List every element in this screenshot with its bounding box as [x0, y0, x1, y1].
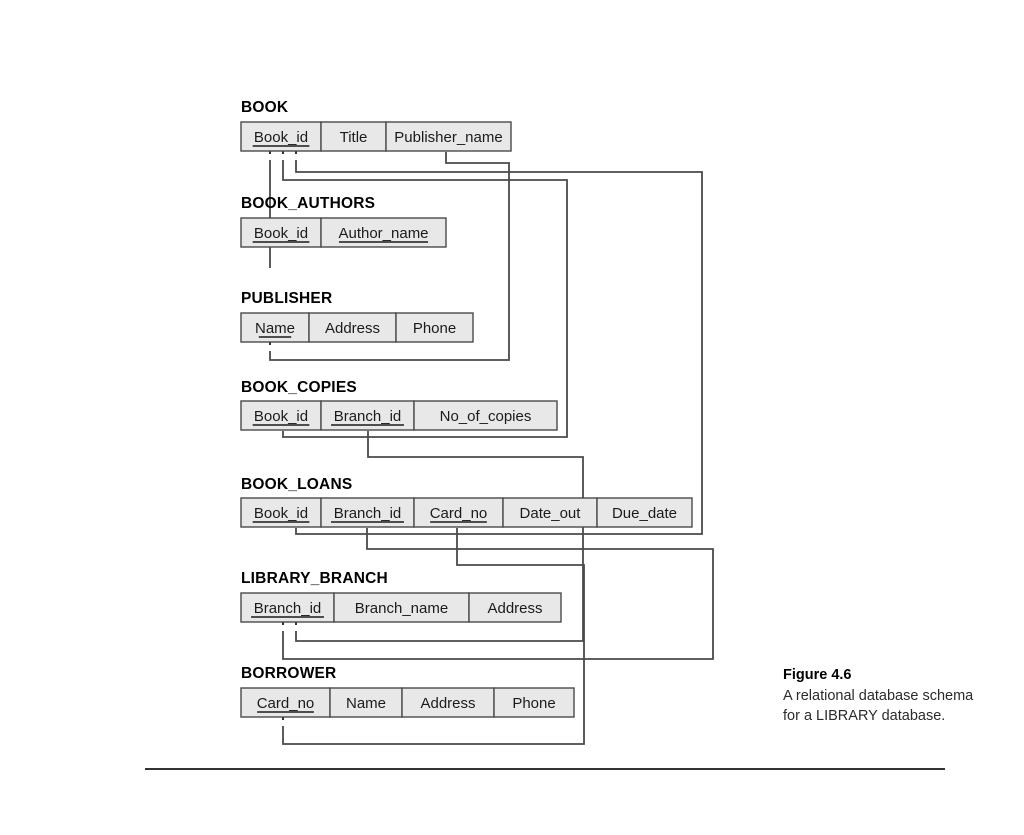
relation-name: BOOK_COPIES	[241, 379, 357, 396]
attribute-cell	[395, 312, 474, 343]
relation-name: BOOK_LOANS	[241, 476, 352, 493]
attribute-cell	[493, 687, 575, 718]
relation-table: BOOK_LOANS Book_id Branch_id Card_no Date_ou…	[240, 476, 693, 528]
attribute-label: Name	[255, 320, 295, 337]
attribute-label: Name	[346, 695, 386, 712]
relation-name: BOOK_AUTHORS	[241, 195, 375, 212]
attribute-label: Date_out	[520, 505, 582, 522]
attribute-label: Book_id	[254, 408, 308, 425]
relation-table: BOOK Book_id Title Publisher_name	[240, 99, 512, 152]
footer-rule	[145, 768, 945, 770]
attribute-cell	[385, 121, 512, 152]
attribute-cell	[413, 400, 558, 431]
relation-table: LIBRARY_BRANCH Branch_id Branch_name Addres…	[240, 570, 562, 623]
attribute-label: Card_no	[430, 505, 488, 522]
relationship-link	[295, 160, 703, 535]
relationship-link	[282, 528, 585, 745]
attribute-label: Branch_id	[254, 600, 322, 617]
attribute-label: Book_id	[254, 505, 308, 522]
attribute-label: Branch_name	[355, 600, 448, 617]
figure-number: Figure 4.6	[783, 667, 852, 683]
relation-name: LIBRARY_BRANCH	[241, 570, 388, 587]
attribute-label: Phone	[413, 320, 456, 337]
attribute-label: Phone	[512, 695, 555, 712]
relation-name: PUBLISHER	[241, 290, 332, 307]
attribute-label: Address	[487, 600, 542, 617]
relation-table: BOOK_AUTHORS Book_id Author_name	[240, 195, 447, 248]
figure-caption: Figure 4.6 A relational database schema …	[783, 666, 983, 726]
attribute-label: Address	[325, 320, 380, 337]
attribute-cell	[596, 497, 693, 528]
attribute-label: Branch_id	[334, 408, 402, 425]
attribute-label: Address	[420, 695, 475, 712]
relationship-link	[282, 160, 568, 438]
relationship-link	[282, 528, 714, 660]
relation-table: BOOK_COPIES Book_id Branch_id No_of_copies	[240, 379, 558, 431]
attribute-label: Book_id	[254, 129, 308, 146]
relation-name: BOOK	[241, 99, 289, 116]
relation-name: BORROWER	[241, 665, 336, 682]
attribute-label: Due_date	[612, 505, 677, 522]
attribute-cell	[468, 592, 562, 623]
relation-table: BORROWER Card_no Name Address Phone	[240, 665, 575, 718]
relationship-links	[269, 152, 714, 745]
attribute-label: No_of_copies	[440, 408, 532, 425]
attribute-cell	[308, 312, 397, 343]
attribute-label: Card_no	[257, 695, 315, 712]
attribute-label: Branch_id	[334, 505, 402, 522]
attribute-label: Title	[340, 129, 368, 146]
relation-tables: BOOK Book_id Title Publisher_nameBOOK_AUTHO…	[240, 99, 693, 718]
attribute-cell	[333, 592, 470, 623]
attribute-label: Author_name	[338, 225, 428, 242]
relation-table: PUBLISHER Name Address Phone	[240, 290, 474, 343]
relationship-link	[269, 152, 510, 361]
attribute-label: Book_id	[254, 225, 308, 242]
attribute-cell	[320, 121, 387, 152]
figure-caption-text: A relational database schema for a LIBRA…	[783, 688, 974, 724]
attribute-label: Publisher_name	[394, 129, 502, 146]
attribute-cell	[502, 497, 598, 528]
attribute-cell	[329, 687, 403, 718]
